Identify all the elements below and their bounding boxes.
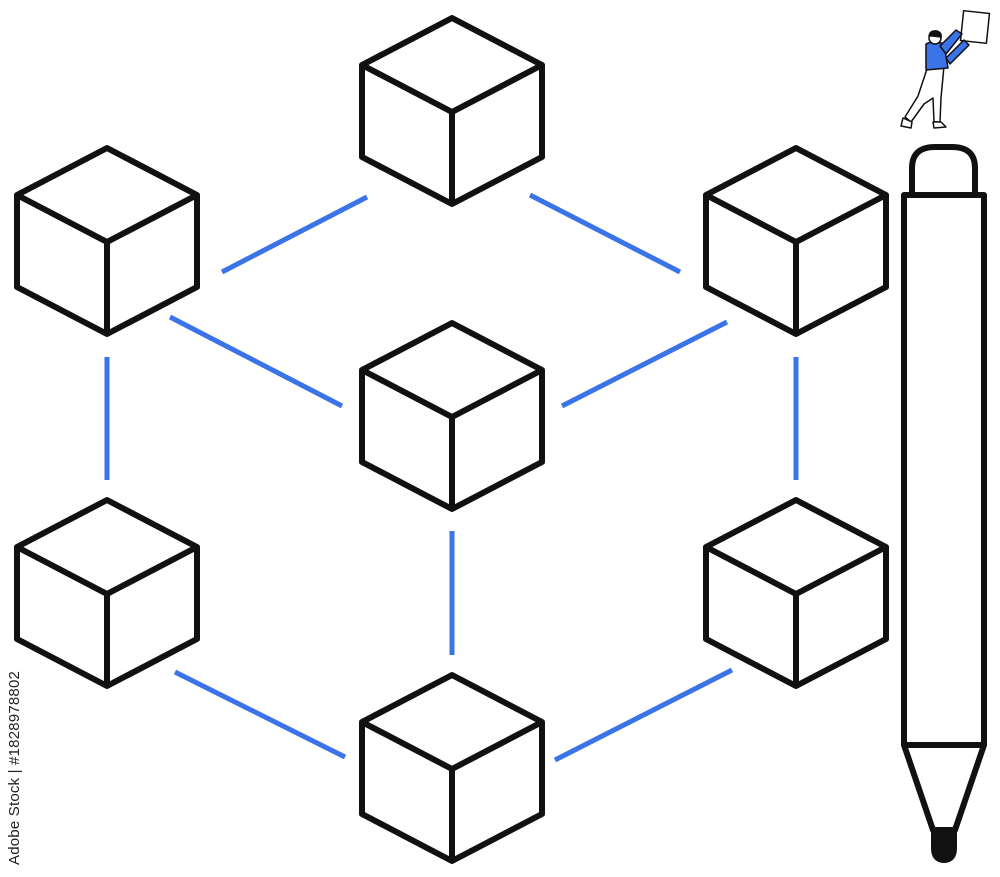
network-connectors xyxy=(104,192,799,763)
cube-inner-edges xyxy=(704,544,888,686)
connector-line-2 xyxy=(528,192,682,275)
pen-tip-cone xyxy=(901,742,987,833)
cube-inner-edges xyxy=(360,367,544,509)
cube-upper-right-icon xyxy=(703,145,889,337)
person-shoe-left xyxy=(900,117,913,129)
paper-sheet xyxy=(959,9,991,45)
connector-line-4 xyxy=(560,319,729,409)
pen-icon xyxy=(901,144,987,863)
pen-cap xyxy=(909,144,978,195)
connector-line-8 xyxy=(173,669,347,760)
person-holding-paper-icon xyxy=(900,9,991,129)
pen-barrel xyxy=(901,192,987,748)
cube-lower-left-icon xyxy=(14,497,200,689)
connector-line-1 xyxy=(220,194,369,275)
cube-bottom-icon xyxy=(359,672,545,864)
cube-inner-edges xyxy=(704,192,888,334)
pen-nib xyxy=(931,827,957,863)
cube-inner-edges xyxy=(15,544,199,686)
person-shoe-right xyxy=(932,121,947,129)
network-cubes xyxy=(14,15,889,864)
person-trousers xyxy=(904,65,945,123)
cube-center-icon xyxy=(359,320,545,512)
cube-inner-edges xyxy=(360,62,544,204)
connector-line-3 xyxy=(168,314,344,409)
cube-top-icon xyxy=(359,15,545,207)
person-arm-right xyxy=(945,39,970,65)
cube-inner-edges xyxy=(360,719,544,861)
cube-upper-left-icon xyxy=(14,145,200,337)
connector-line-9 xyxy=(553,667,734,763)
person-arm-left xyxy=(939,29,963,55)
cube-lower-right-icon xyxy=(703,497,889,689)
person-hair xyxy=(928,30,942,38)
cube-inner-edges xyxy=(15,192,199,334)
stock-watermark-text: Adobe Stock | #1828978802 xyxy=(6,670,23,865)
